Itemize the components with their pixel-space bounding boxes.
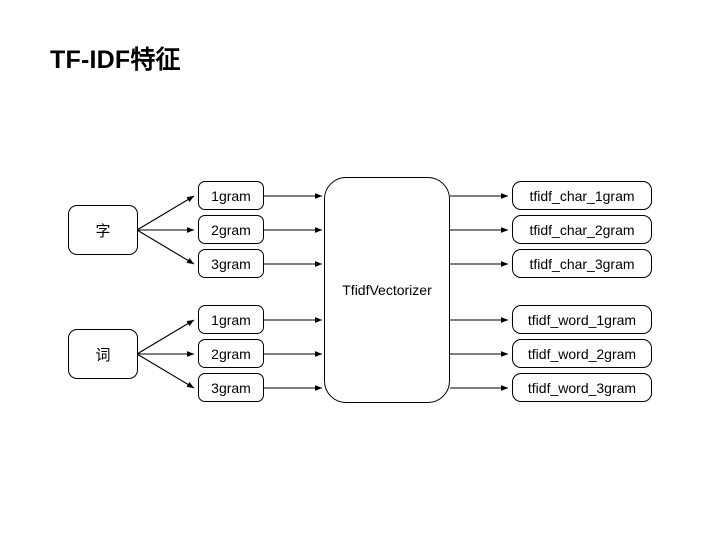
processor-node-tfidf-vectorizer[interactable]: TfidfVectorizer: [324, 177, 450, 403]
input-node-char[interactable]: 字: [68, 205, 138, 255]
output-node-tfidf-word-2gram-label: tfidf_word_2gram: [527, 345, 637, 362]
ngram-word-3gram[interactable]: 3gram: [198, 373, 264, 402]
page-title: TF-IDF特征: [50, 46, 181, 74]
ngram-char-2gram[interactable]: 2gram: [198, 215, 264, 244]
output-node-tfidf-word-1gram-label: tfidf_word_1gram: [527, 311, 637, 328]
ngram-word-1gram-label: 1gram: [211, 311, 251, 328]
ngram-char-1gram-label: 1gram: [211, 187, 251, 204]
input-node-word-label: 词: [95, 346, 111, 364]
output-node-tfidf-word-2gram[interactable]: tfidf_word_2gram: [512, 339, 652, 368]
ngram-word-2gram[interactable]: 2gram: [198, 339, 264, 368]
input-node-word[interactable]: 词: [68, 329, 138, 379]
output-node-tfidf-char-1gram[interactable]: tfidf_char_1gram: [512, 181, 652, 210]
ngram-word-1gram[interactable]: 1gram: [198, 305, 264, 334]
output-node-tfidf-char-2gram[interactable]: tfidf_char_2gram: [512, 215, 652, 244]
output-node-tfidf-word-1gram[interactable]: tfidf_word_1gram: [512, 305, 652, 334]
ngram-word-3gram-label: 3gram: [211, 379, 251, 396]
ngram-word-2gram-label: 2gram: [211, 345, 251, 362]
output-node-tfidf-char-1gram-label: tfidf_char_1gram: [529, 187, 635, 204]
ngram-char-3gram-label: 3gram: [211, 255, 251, 272]
ngram-char-2gram-label: 2gram: [211, 221, 251, 238]
output-node-tfidf-char-3gram[interactable]: tfidf_char_3gram: [512, 249, 652, 278]
ngram-char-3gram[interactable]: 3gram: [198, 249, 264, 278]
output-node-tfidf-char-3gram-label: tfidf_char_3gram: [529, 255, 635, 272]
output-node-tfidf-char-2gram-label: tfidf_char_2gram: [529, 221, 635, 238]
output-node-tfidf-word-3gram-label: tfidf_word_3gram: [527, 379, 637, 396]
output-node-tfidf-word-3gram[interactable]: tfidf_word_3gram: [512, 373, 652, 402]
input-node-char-label: 字: [95, 222, 111, 240]
processor-node-label: TfidfVectorizer: [342, 282, 432, 298]
ngram-char-1gram[interactable]: 1gram: [198, 181, 264, 210]
